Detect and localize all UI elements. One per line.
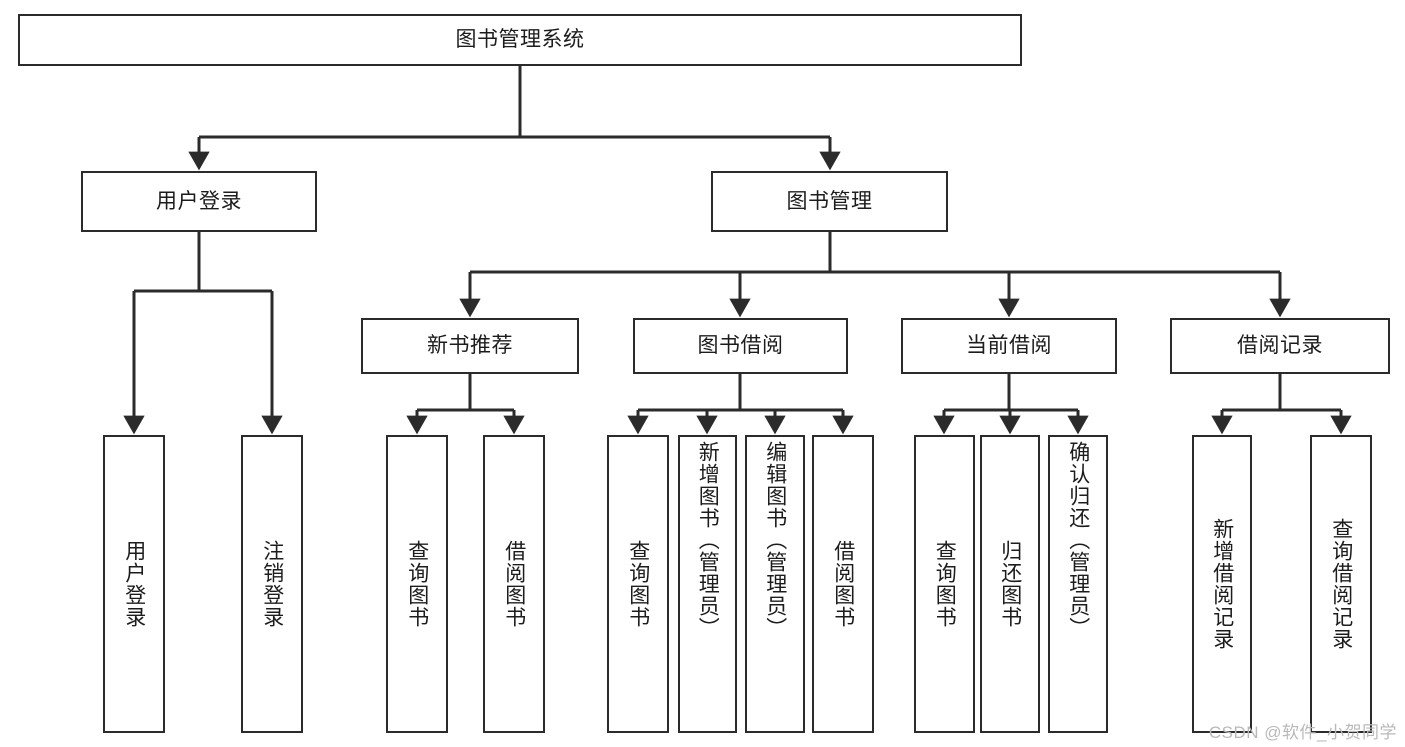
node-book-management-label: 图书管理	[786, 189, 873, 213]
node-new-book-recommend-label: 新书推荐	[427, 334, 513, 358]
leaf-query-book-current-label: 查询图书	[933, 540, 957, 628]
node-user-login-label: 用户登录	[156, 189, 242, 213]
leaf-query-borrow-record[interactable]: 查询借阅记录	[1310, 435, 1372, 733]
leaf-edit-book-admin[interactable]: 编辑图书（管理员）	[745, 435, 805, 733]
leaf-query-book-borrow[interactable]: 查询图书	[607, 435, 669, 733]
leaf-add-borrow-record-label: 新增借阅记录	[1210, 518, 1234, 650]
leaf-add-book-admin-label: 新增图书（管理员）	[696, 441, 720, 639]
leaf-borrow-book-newbook[interactable]: 借阅图书	[483, 435, 545, 733]
leaf-confirm-return-admin-label: 确认归还（管理员）	[1066, 441, 1090, 639]
node-book-borrow[interactable]: 图书借阅	[633, 318, 848, 374]
leaf-edit-book-admin-label: 编辑图书（管理员）	[763, 441, 787, 639]
leaf-add-book-admin[interactable]: 新增图书（管理员）	[678, 435, 737, 733]
leaf-query-book-current[interactable]: 查询图书	[914, 435, 975, 733]
leaf-lend-book[interactable]: 借阅图书	[812, 435, 874, 733]
leaf-query-book-newbook[interactable]: 查询图书	[386, 435, 448, 733]
leaf-return-book[interactable]: 归还图书	[980, 435, 1040, 733]
leaf-query-borrow-record-label: 查询借阅记录	[1329, 518, 1353, 650]
node-current-borrow[interactable]: 当前借阅	[901, 318, 1117, 374]
leaf-logout-label: 注销登录	[260, 540, 284, 628]
leaf-borrow-book-newbook-label: 借阅图书	[502, 540, 526, 628]
node-current-borrow-label: 当前借阅	[966, 334, 1052, 358]
leaf-query-book-borrow-label: 查询图书	[626, 540, 650, 628]
leaf-add-borrow-record[interactable]: 新增借阅记录	[1192, 435, 1252, 733]
node-borrow-record-label: 借阅记录	[1237, 334, 1323, 358]
node-root-label: 图书管理系统	[455, 28, 585, 52]
node-book-management[interactable]: 图书管理	[711, 171, 948, 232]
leaf-user-login-label: 用户登录	[122, 540, 146, 628]
node-root[interactable]: 图书管理系统	[18, 14, 1022, 66]
leaf-return-book-label: 归还图书	[998, 540, 1022, 628]
leaf-logout[interactable]: 注销登录	[241, 435, 303, 733]
node-book-borrow-label: 图书借阅	[697, 334, 784, 358]
leaf-query-book-newbook-label: 查询图书	[405, 540, 429, 628]
leaf-confirm-return-admin[interactable]: 确认归还（管理员）	[1048, 435, 1108, 733]
node-new-book-recommend[interactable]: 新书推荐	[361, 318, 579, 374]
node-user-login[interactable]: 用户登录	[81, 171, 317, 232]
csdn-watermark: CSDN @软件_小贺同学	[1208, 723, 1397, 742]
node-borrow-record[interactable]: 借阅记录	[1170, 318, 1390, 374]
leaf-lend-book-label: 借阅图书	[831, 540, 855, 628]
leaf-user-login[interactable]: 用户登录	[103, 435, 165, 733]
